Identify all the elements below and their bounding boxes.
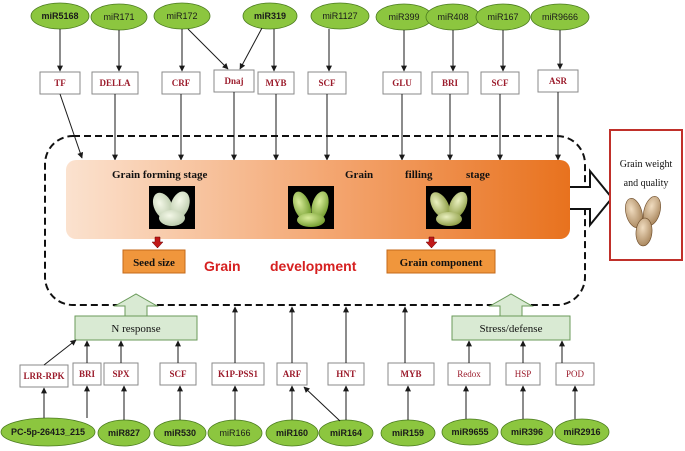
gene-label: HNT [336,369,356,379]
gene-label: POD [566,369,585,379]
bottom-mirna-group: PC-5p-26413_215 miR827 miR530 miR166 miR… [0,417,610,447]
gene-box [387,362,435,386]
mirna-label: miR827 [108,428,140,438]
arrow [187,28,229,70]
gene-label: SCF [169,369,187,379]
mirna-label: miR396 [511,427,543,437]
grain-photo-forming [149,186,195,229]
mirna-label: miR171 [103,12,134,22]
development-word1: Grain [204,258,241,274]
result-arrow-icon [570,168,614,228]
mirna-label: miR9666 [542,12,578,22]
mirna-label: miR530 [164,428,196,438]
n-response-box [74,315,198,341]
gene-label: DELLA [99,78,131,88]
mirna-node [500,418,554,446]
gene-box [211,362,265,386]
mirna-label: miR2916 [563,427,600,437]
top-gene-arrows [59,92,561,161]
gene-label: GLU [392,78,412,88]
mirna-node [242,2,298,30]
gene-label: SCF [491,78,509,88]
stress-arrow-icon [488,293,534,318]
gene-label: CRF [172,78,191,88]
bottom-mirna-arrows [41,385,578,422]
bottom-gene-group: LRR-RPK BRI SPX SCF K1P-PSS1 ARF HNT MYB… [19,362,595,388]
stage-filling-word3: stage [466,169,490,181]
mirna-label: miR160 [276,428,308,438]
mirna-label: miR9655 [451,427,488,437]
arrow [59,93,84,159]
gene-label: LRR-RPK [24,371,65,381]
stage-filling-word2: filling [405,169,433,181]
bottom-gene-arrows [43,306,565,366]
mirna-label: miR159 [392,428,424,438]
n-response-arrow-icon [113,293,159,318]
top-mirna-arrows [57,27,563,72]
n-response-label: N response [111,323,160,335]
gene-label: MYB [401,369,422,379]
gene-label: K1P-PSS1 [218,369,259,379]
mirna-label: miR319 [254,11,286,21]
gene-label: SPX [112,369,130,379]
stress-defense-box [451,315,571,341]
grain-photo-mature [625,196,661,247]
grain-photo-late [426,186,471,229]
mirna-node [441,418,499,446]
mirna-label: miR399 [388,12,419,22]
mirna-label: miR164 [330,428,362,438]
mirna-label: miR1127 [322,11,357,21]
mirna-node [310,2,370,30]
arrow [239,27,263,70]
down-arrow-icon [425,236,438,249]
mirna-label: miR166 [219,428,250,438]
gene-label: SCF [318,78,336,88]
mirna-label: miR172 [166,11,197,21]
grain-component-box [386,249,496,274]
mirna-node [0,417,96,447]
grain-component-label: Grain component [400,257,483,269]
top-mirna-group: miR5168 miR171 miR172 miR319 miR1127 miR… [30,2,590,31]
gene-label: HSP [515,369,532,379]
stage-forming-label: Grain forming stage [112,169,207,181]
result-line1: Grain weight [620,159,673,170]
arrow [303,386,341,422]
mirna-label: PC-5p-26413_215 [11,427,85,437]
result-line2: and quality [624,178,669,189]
mirna-label: miR167 [487,12,518,22]
mirna-label: miR5168 [41,11,78,21]
seed-size-box [122,249,186,274]
mirna-label: miR408 [437,12,468,22]
gene-label: TF [54,78,66,88]
down-arrow-icon [151,236,164,249]
gene-label: MYB [266,78,287,88]
top-gene-group: TF DELLA CRF Dnaj MYB SCF GLU BRI SCF AS… [39,69,579,95]
gene-label: ASR [549,76,568,86]
gene-label: BRI [442,78,459,88]
gene-label: Dnaj [224,76,243,86]
development-frame [44,135,586,306]
grain-photo-filling [288,186,334,229]
stage-filling-word1: Grain [345,169,373,181]
arrow [43,339,77,366]
stress-defense-label: Stress/defense [480,323,543,335]
development-word2: development [270,258,357,274]
gene-label: Redox [457,369,481,379]
mirna-node [554,418,610,446]
gene-label: BRI [79,369,96,379]
gene-box [555,362,595,386]
gene-label: ARF [283,369,302,379]
seed-size-label: Seed size [133,257,175,269]
